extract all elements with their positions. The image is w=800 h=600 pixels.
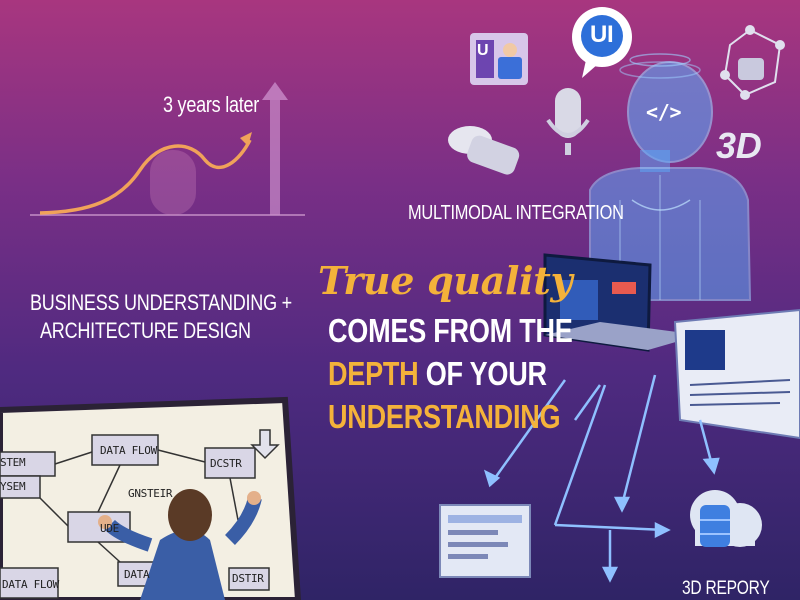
three-d-label: 3D — [716, 125, 762, 166]
code-brackets-icon: </> — [646, 100, 682, 124]
microphone-icon — [546, 88, 590, 155]
flow-arrows — [483, 374, 720, 583]
quote-line1: COMES FROM THE — [328, 312, 573, 349]
whiteboard-box-stem: STEM — [0, 456, 26, 469]
whiteboard — [0, 396, 302, 600]
joystick-icon — [448, 126, 520, 175]
report-card — [439, 504, 531, 578]
ui-tile-icon — [470, 33, 528, 85]
laptop — [543, 253, 700, 352]
whiteboard-box-ude: UDE — [100, 522, 119, 535]
dashboard-panel — [673, 308, 800, 440]
database-cloud-icon — [690, 490, 762, 547]
up-arrow-icon — [262, 82, 288, 100]
quote-line2: DEPTH OF YOUR — [328, 355, 547, 393]
business-understanding-line1: BUSINESS UNDERSTANDING + — [30, 290, 292, 315]
hologram-figure — [589, 53, 752, 301]
person-drawing — [98, 489, 262, 600]
growth-arrow-head-icon — [240, 132, 252, 146]
ui-bubble-icon — [572, 7, 632, 78]
whiteboard-box-dstir: DSTIR — [232, 572, 264, 585]
whiteboard-box-gnsteir: GNSTEIR — [128, 487, 173, 500]
whiteboard-box-data-flow-bottom: DATA FLOW — [2, 578, 59, 591]
growth-label: 3 years later — [163, 92, 260, 117]
business-understanding-line2: ARCHITECTURE DESIGN — [40, 318, 251, 343]
whiteboard-box-ysem: YSEM — [0, 480, 26, 493]
multimodal-integration-label: MULTIMODAL INTEGRATION — [408, 202, 624, 224]
report-label: 3D REPORY — [682, 578, 770, 599]
whiteboard-box-dcstr: DCSTR — [210, 457, 242, 470]
whiteboard-box-data-flow-top: DATA FLOW — [100, 444, 157, 457]
ui-tile-label: U — [477, 42, 489, 59]
quote-line3: UNDERSTANDING — [328, 398, 561, 435]
cube-molecule-icon — [720, 25, 785, 100]
ui-bubble-label: UI — [590, 21, 614, 48]
quote-script: True quality — [318, 258, 573, 303]
quote-line2-rest: OF YOUR — [418, 355, 547, 392]
whiteboard-box-data-bottom: DATA — [124, 568, 150, 581]
quote-accent: DEPTH — [328, 355, 419, 392]
growth-chart — [30, 82, 305, 216]
